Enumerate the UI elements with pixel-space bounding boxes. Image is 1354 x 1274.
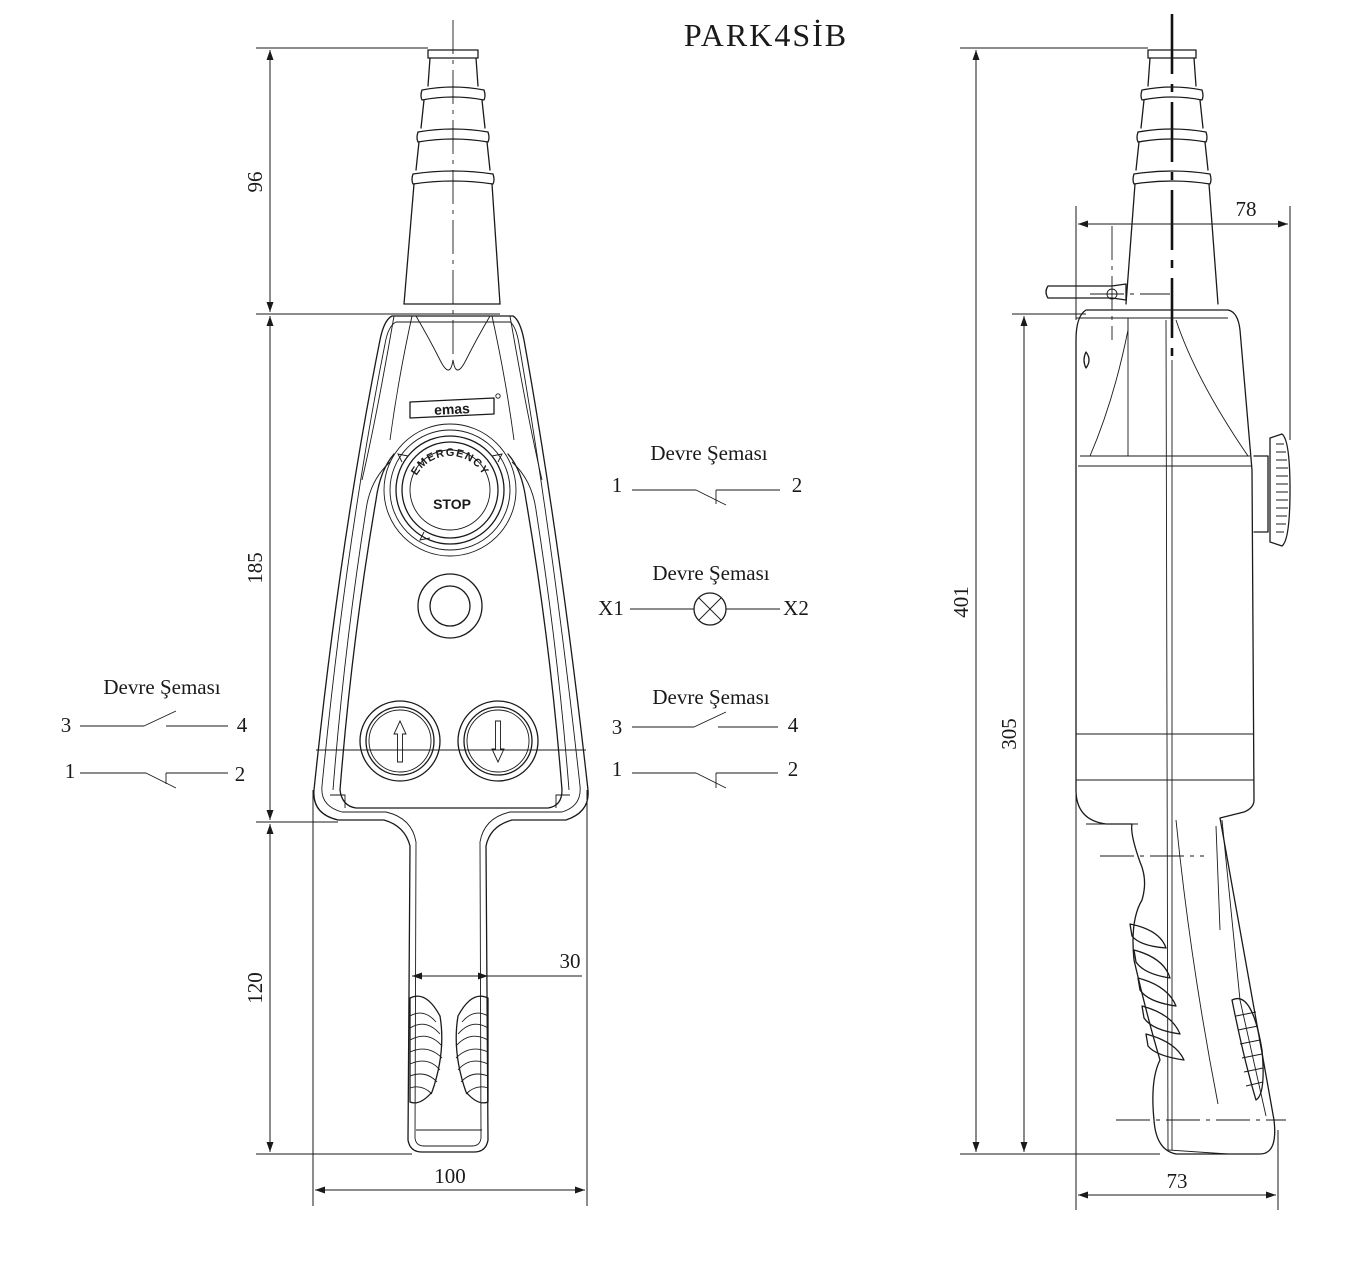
schematic-estop-label: Devre Şeması [650, 441, 767, 465]
dim-185-label: 185 [243, 552, 267, 584]
indicator-lamp-icon [417, 573, 483, 639]
side-view [1045, 14, 1291, 1155]
schematic-left-nc-left: 1 [65, 759, 76, 783]
schematic-estop-right: 2 [792, 473, 803, 497]
schematic-right-label: Devre Şeması [652, 685, 769, 709]
schematic-right: Devre Şeması 3 4 1 2 [612, 685, 799, 789]
arrow-down-button[interactable] [457, 700, 539, 782]
dim-120-label: 120 [243, 972, 267, 1004]
schematic-estop-left: 1 [612, 473, 623, 497]
cable-gland [403, 49, 501, 315]
arrow-up-button[interactable] [359, 700, 441, 782]
schematic-right-nc-left: 1 [612, 757, 623, 781]
schematic-left-no-right: 4 [237, 713, 248, 737]
schematic-estop: Devre Şeması 1 2 [612, 441, 803, 506]
schematic-lamp-right: X2 [783, 596, 809, 620]
arrow-up-icon [393, 719, 407, 763]
front-view: emas EMERGENCY STOP [313, 20, 589, 1153]
dim-305-label: 305 [997, 718, 1021, 750]
side-dimensions: 401 305 78 73 [949, 47, 1291, 1210]
schematic-left-label: Devre Şeması [103, 675, 220, 699]
grip-pads [409, 995, 489, 1131]
drawing-title: PARK4SİB [684, 17, 848, 53]
dim-73-label: 73 [1167, 1169, 1188, 1193]
dim-401-label: 401 [949, 586, 973, 618]
dim-78-label: 78 [1236, 197, 1257, 221]
schematic-lamp-left: X1 [598, 596, 624, 620]
schematic-right-nc-right: 2 [788, 757, 799, 781]
side-body [1075, 309, 1291, 1155]
schematic-lamp-label: Devre Şeması [652, 561, 769, 585]
side-cable-gland [1125, 49, 1219, 305]
arrow-down-icon [491, 720, 505, 764]
lamp-cross-icon [693, 592, 727, 626]
brand-logo-text: emas [434, 400, 471, 418]
side-clip [1045, 226, 1170, 340]
schematic-left: Devre Şeması 3 4 1 2 [61, 675, 248, 789]
dim-100-label: 100 [434, 1164, 466, 1188]
dim-30-label: 30 [560, 949, 581, 973]
schematic-right-no-right: 4 [788, 713, 799, 737]
schematic-right-no-left: 3 [612, 715, 623, 739]
estop-center-text: STOP [433, 496, 471, 512]
dim-96-label: 96 [243, 172, 267, 193]
emas-logo: emas [409, 393, 501, 419]
schematic-left-no-left: 3 [61, 713, 72, 737]
schematic-lamp: Devre Şeması X1 X2 [598, 561, 809, 626]
emergency-stop-icon[interactable]: EMERGENCY STOP [383, 423, 517, 557]
front-dimensions: 96 185 120 100 30 [243, 47, 588, 1206]
side-knob [1253, 433, 1291, 547]
side-grip-ribs [1129, 923, 1264, 1101]
schematic-left-nc-right: 2 [235, 762, 246, 786]
